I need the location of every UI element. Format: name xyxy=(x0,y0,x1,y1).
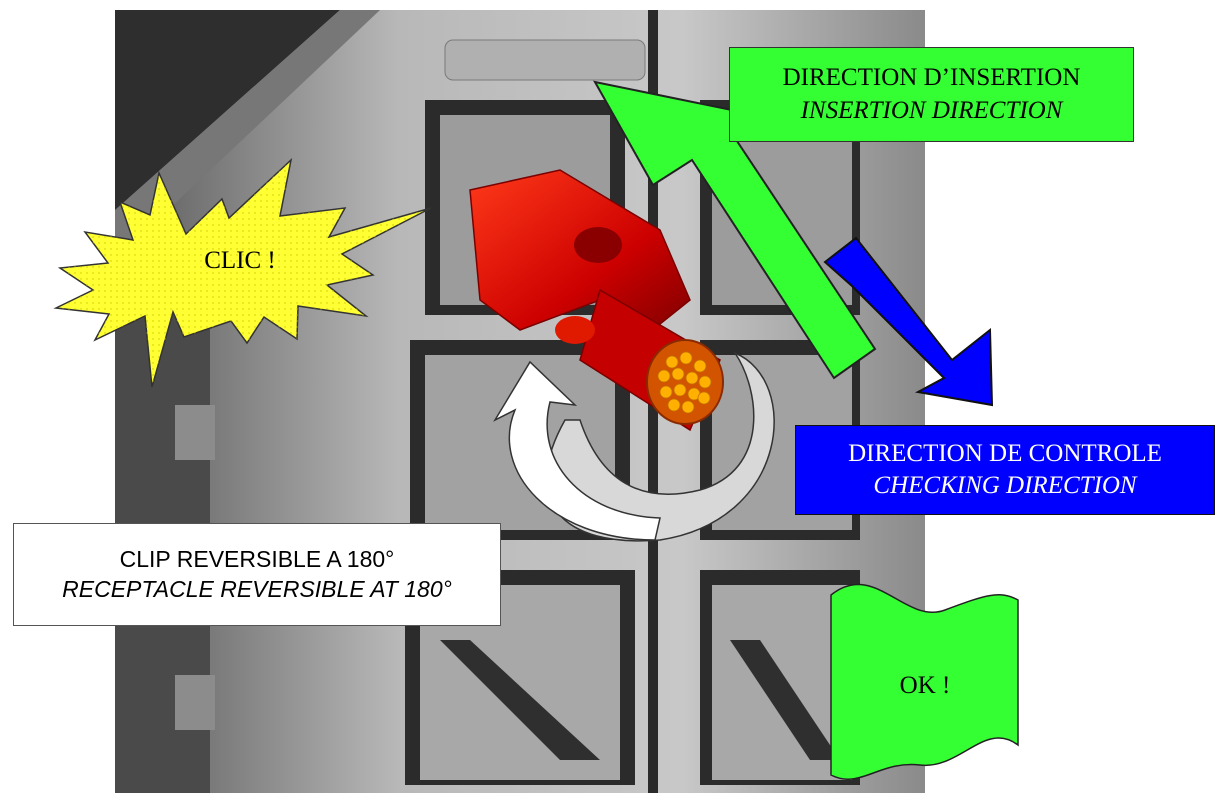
checking-direction-fr: DIRECTION DE CONTROLE xyxy=(848,439,1162,467)
insertion-direction-en: INSERTION DIRECTION xyxy=(800,96,1063,124)
clip-reversible-fr: CLIP REVERSIBLE A 180° xyxy=(119,545,395,572)
insertion-direction-fr: DIRECTION D’INSERTION xyxy=(782,64,1081,91)
checking-direction-en: CHECKING DIRECTION xyxy=(873,472,1137,499)
ok-flag-icon xyxy=(830,583,1019,780)
ok-label: OK ! xyxy=(899,672,951,699)
clip-reversible-en: RECEPTACLE REVERSIBLE AT 180° xyxy=(62,575,452,602)
clic-label: CLIC ! xyxy=(204,247,276,274)
housing-cavity xyxy=(700,570,860,785)
rotation-arrow-icon xyxy=(493,351,775,542)
insertion-direction-label: DIRECTION D’INSERTION INSERTION DIRECTIO… xyxy=(729,47,1134,142)
checking-arrow-icon xyxy=(823,236,994,407)
checking-direction-label: DIRECTION DE CONTROLE CHECKING DIRECTION xyxy=(795,425,1215,515)
cable-end-icon xyxy=(646,339,724,425)
clip-reversible-label: CLIP REVERSIBLE A 180° RECEPTACLE REVERS… xyxy=(13,523,501,626)
clic-burst-icon xyxy=(53,157,432,388)
